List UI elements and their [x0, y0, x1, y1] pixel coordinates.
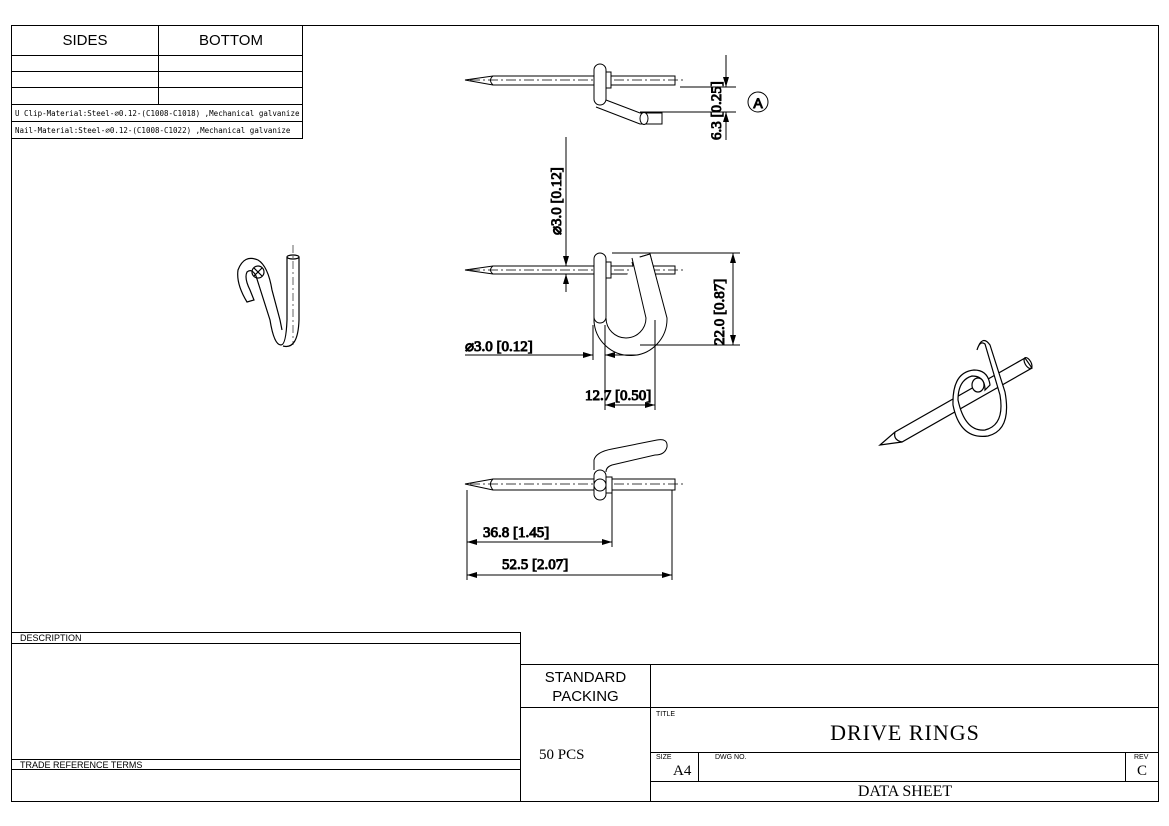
title-block: STANDARD PACKING 50 PCS TITLE DRIVE RING…	[520, 664, 1159, 802]
view-a-label: A	[753, 95, 763, 111]
overall-length-dimension: 52.5 [2.07]	[502, 557, 568, 573]
bottom-view: 36.8 [1.45] 52.5 [2.07]	[464, 439, 685, 580]
description-label: DESCRIPTION	[12, 633, 520, 644]
table-row	[12, 72, 303, 88]
bottom-header: BOTTOM	[159, 26, 303, 56]
top-view: 6.3 [0.25] A	[464, 55, 769, 141]
nail-diameter-dimension: ⌀3.0 [0.12]	[549, 167, 565, 235]
title-label: TITLE	[656, 711, 676, 718]
blank-cell	[651, 665, 1159, 708]
drawing-title: DRIVE RINGS	[830, 720, 980, 745]
isometric-view	[878, 339, 1033, 446]
table-row	[12, 88, 303, 105]
rev-value: C	[1137, 763, 1148, 779]
trade-reference-label: TRADE REFERENCE TERMS	[12, 759, 520, 770]
title-cell: TITLE DRIVE RINGS	[651, 708, 1159, 753]
clip-diameter-dimension: ⌀3.0 [0.12]	[465, 339, 533, 355]
clip-offset-dimension: 6.3 [0.25]	[709, 81, 725, 140]
size-cell: SIZE A4	[651, 753, 699, 782]
front-view: ⌀3.0 [0.12] 22.0 [0.87] ⌀3.0 [0.12] 12.7…	[465, 137, 740, 410]
table-row	[12, 56, 303, 72]
side-view	[237, 245, 300, 348]
drawing-number-cell: DWG NO.	[699, 753, 1126, 782]
ring-height-dimension: 22.0 [0.87]	[712, 279, 728, 345]
revision-cell: REV C	[1126, 753, 1159, 782]
rev-label: REV	[1134, 754, 1149, 761]
material-table: SIDES BOTTOM U Clip-Material:Steel-⌀0.12…	[11, 25, 303, 139]
data-sheet-footer: DATA SHEET	[857, 783, 953, 800]
standard-packing-label: STANDARD PACKING	[521, 665, 651, 708]
clip-material-note: U Clip-Material:Steel-⌀0.12-(C1008-C1018…	[12, 105, 303, 122]
ring-width-dimension: 12.7 [0.50]	[585, 388, 651, 404]
description-box: DESCRIPTION TRADE REFERENCE TERMS	[11, 632, 521, 802]
size-value: A4	[673, 763, 692, 779]
size-label: SIZE	[656, 754, 672, 761]
clip-position-dimension: 36.8 [1.45]	[483, 525, 549, 541]
dwg-no-label: DWG NO.	[715, 754, 747, 761]
nail-material-note: Nail-Material:Steel-⌀0.12-(C1008-C1022) …	[15, 126, 291, 135]
packing-quantity: 50 PCS	[521, 708, 651, 802]
sides-header: SIDES	[12, 26, 159, 56]
